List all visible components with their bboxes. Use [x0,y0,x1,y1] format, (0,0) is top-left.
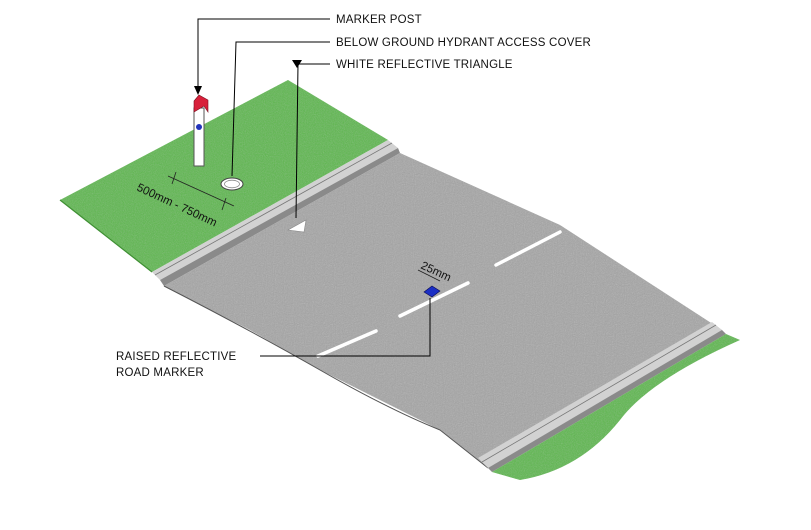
marker-dimension-line [417,269,441,282]
hydrant-cover-leader [231,41,330,177]
raised-reflective-road-marker [423,285,441,298]
hydrant-cover-label: BELOW GROUND HYDRANT ACCESS COVER [336,37,591,49]
lane-line-segment [494,230,562,267]
left-grass-verge [60,80,388,272]
raised-marker-label-line1: RAISED REFLECTIVE [116,351,236,363]
left-kerb [152,140,398,280]
raised-marker-label-line2: ROAD MARKER [116,367,204,379]
marker-post-leader [197,18,330,90]
left-grass-edge [59,199,153,273]
white-reflective-triangle [287,219,307,233]
road-edge-curve [163,285,489,469]
post-dimension-line [167,175,235,207]
lane-line-segment [316,329,378,358]
marker-post-reflector-dot [196,124,202,130]
right-kerb [478,322,722,468]
hydrant-access-cover-inner [224,179,240,189]
marker-post-leader-arrow [194,86,202,95]
marker-post-cap [193,94,209,113]
left-kerb-line [154,142,393,276]
reflective-triangle-label: WHITE REFLECTIVE TRIANGLE [336,59,513,71]
right-kerb-line [481,324,717,463]
post-dimension-tick [171,171,177,185]
left-kerb-face [160,148,400,286]
raised-marker-leader [260,298,431,357]
right-kerb-face [488,330,726,472]
post-dimension-tick [221,197,227,211]
right-grass-verge [492,334,740,480]
marker-post-shaft [193,107,205,167]
reflective-triangle-leader-arrow [292,60,302,68]
lane-line-segment [398,281,470,318]
marker-post-label: MARKER POST [336,14,422,26]
